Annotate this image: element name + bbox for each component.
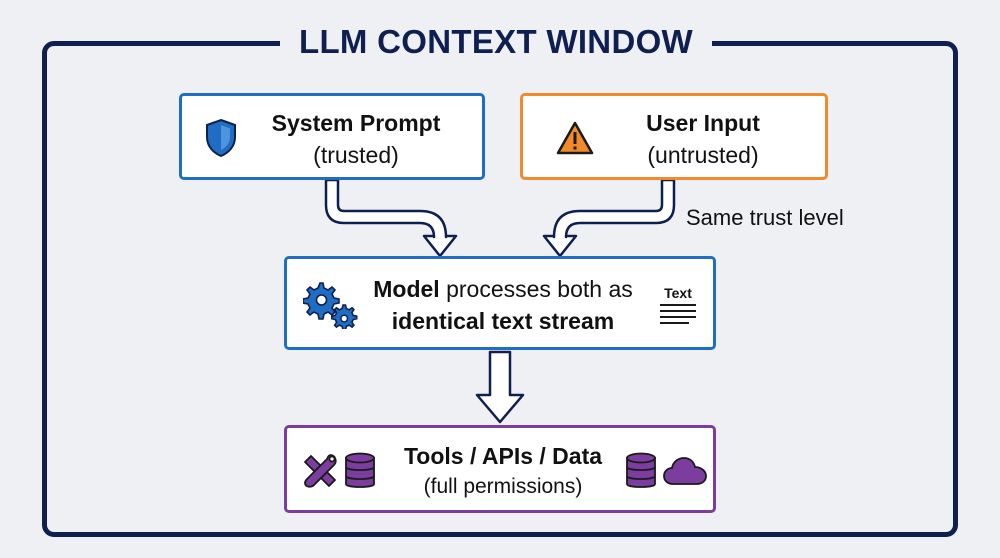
gears-icon [303, 282, 358, 329]
text-document-label: Text [664, 285, 692, 301]
system-prompt-subtitle: (trusted) [313, 142, 399, 168]
tools-subtitle: (full permissions) [423, 475, 583, 498]
database-icon [345, 452, 375, 488]
user-input-title: User Input [646, 110, 760, 136]
model-word: Model [373, 276, 440, 302]
system-prompt-title: System Prompt [271, 110, 441, 136]
model-box: Model processes both as identical text s… [284, 256, 716, 350]
text-document-icon [660, 304, 696, 324]
same-trust-label: Same trust level [686, 205, 844, 230]
tools-box: Tools / APIs / Data (full permissions) [284, 425, 716, 513]
model-line-1: Model processes both as [353, 276, 653, 303]
model-line-2: identical text stream [391, 308, 615, 334]
tools-title: Tools / APIs / Data [403, 443, 603, 469]
user-input-box: User Input (untrusted) [520, 93, 828, 180]
tools-icon [304, 454, 337, 488]
shield-icon [206, 118, 236, 158]
cloud-icon [663, 457, 707, 485]
user-input-subtitle: (untrusted) [647, 142, 759, 168]
arrow-model-to-tools [475, 350, 525, 424]
model-line-1-rest: processes both as [439, 276, 633, 302]
diagram-title: LLM CONTEXT WINDOW [280, 20, 712, 64]
warning-icon [556, 121, 594, 155]
database-icon [626, 452, 656, 488]
system-prompt-box: System Prompt (trusted) [179, 93, 485, 180]
arrow-user-to-model [542, 178, 676, 258]
arrow-system-to-model [324, 178, 458, 258]
